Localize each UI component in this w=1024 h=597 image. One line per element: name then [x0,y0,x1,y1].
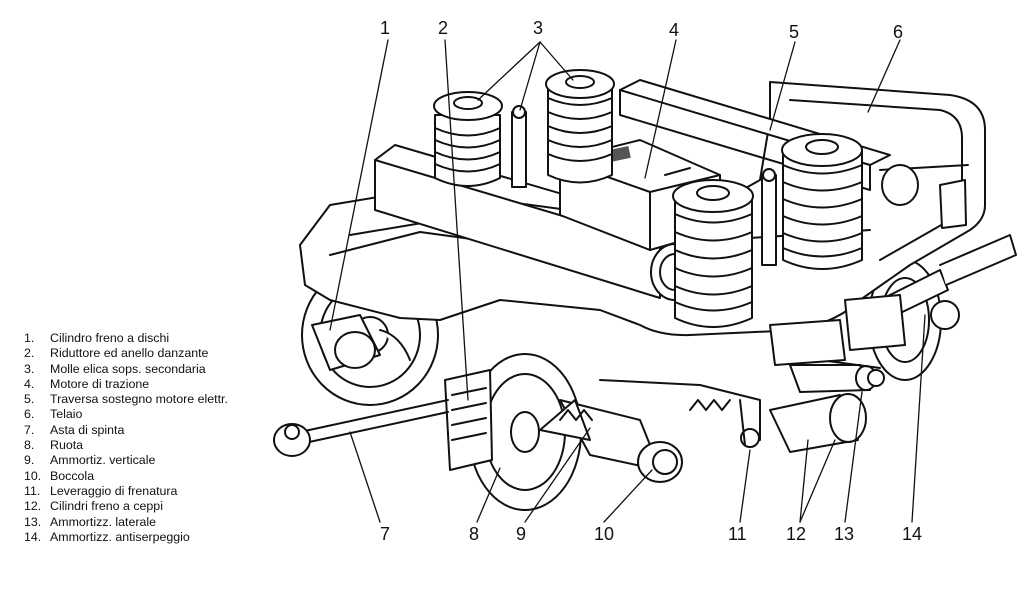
legend-number: 14. [24,529,42,544]
legend-label: Leveraggio di frenatura [50,483,178,498]
legend-label: Ammortiz. verticale [50,453,156,468]
callout-8: 8 [469,524,479,544]
legend-item: 4. Motore di trazione [24,377,228,392]
legend-number: 12. [24,499,42,514]
legend-number: 11. [24,483,41,498]
axle-box [539,399,683,483]
legend-item: 12. Cilindri freno a ceppi [24,499,228,514]
legend-label: Boccola [50,468,95,483]
legend-item: 9. Ammortiz. verticale [24,453,228,468]
callout-4: 4 [669,20,679,40]
vertical-damper-left [511,105,527,188]
legend-label: Motore di trazione [50,376,150,391]
callout-7: 7 [380,524,390,544]
legend-item: 5. Traversa sostegno motore elettr. [24,392,228,407]
right-brake-parts [769,179,967,366]
legend-item: 6. Telaio [24,407,228,422]
callout-14: 14 [902,524,922,544]
spring-right-front [672,179,754,328]
legend-label: Ammortizz. laterale [50,514,157,529]
callout-10: 10 [594,524,614,544]
legend-item: 13. Ammortizz. laterale [24,515,228,530]
front-left-wheel [468,353,582,511]
legend-number: 5. [24,392,35,407]
legend-number: 8. [24,438,35,453]
legend-label: Asta di spinta [50,422,125,437]
legend-number: 10. [24,468,42,483]
legend-item: 10. Boccola [24,469,228,484]
legend-label: Traversa sostegno motore elettr. [50,392,228,407]
legend-number: 3. [24,361,35,376]
parts-legend: 1. Cilindro freno a dischi 2. Riduttore ed… [24,331,228,545]
legend-label: Ammortizz. antiserpeggio [50,529,190,544]
callout-6: 6 [893,22,903,42]
legend-item: 3. Molle elica sops. secondaria [24,362,228,377]
legend-label: Cilindro freno a dischi [50,331,170,345]
legend-item: 7. Asta di spinta [24,423,228,438]
legend-label: Molle elica sops. secondaria [50,361,206,376]
spring-left-rear [433,91,503,187]
legend-label: Riduttore ed anello danzante [50,346,209,361]
leader-lines [329,39,926,523]
legend-item: 1. Cilindro freno a dischi [24,331,228,346]
callout-12: 12 [786,524,806,544]
spring-right-rear [781,133,863,270]
callout-11: 11 [728,524,747,544]
legend-item: 11. Leveraggio di frenatura [24,484,228,499]
callout-9: 9 [516,524,526,544]
legend-number: 2. [24,346,35,361]
legend-number: 7. [24,422,35,437]
legend-item: 14. Ammortizz. antiserpeggio [24,530,228,545]
vertical-damper-right [761,168,777,266]
legend-item: 2. Riduttore ed anello danzante [24,346,228,361]
callout-3: 3 [533,18,543,38]
callout-1: 1 [380,18,390,38]
spring-left-front [545,69,615,184]
callout-5: 5 [789,22,799,42]
legend-number: 9. [24,453,35,468]
disc-brake-cylinder [311,314,411,371]
legend-label: Cilindri freno a ceppi [50,499,163,514]
legend-label: Ruota [50,438,84,453]
legend-number: 6. [24,407,35,422]
callout-numbers: 1 2 3 4 5 6 7 8 9 10 11 12 13 14 [380,18,922,544]
legend-number: 13. [24,514,42,529]
brake-linkage [559,379,761,448]
callout-13: 13 [834,524,854,544]
legend-item: 8. Ruota [24,438,228,453]
legend-label: Telaio [50,407,83,422]
legend-number: 1. [24,331,35,345]
legend-number: 4. [24,376,35,391]
lateral-damper [819,359,885,387]
callout-2: 2 [438,18,448,38]
reduction-gear [444,369,493,471]
push-rod [273,399,449,457]
